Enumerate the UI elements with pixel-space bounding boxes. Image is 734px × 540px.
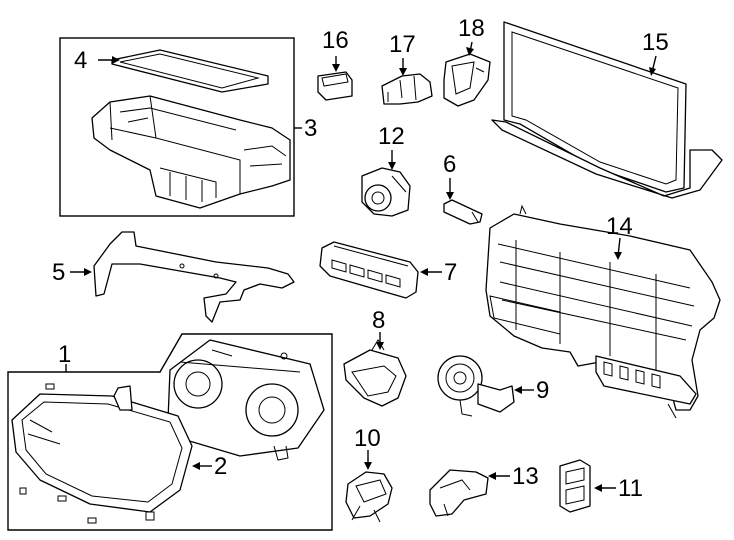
callout-4: 4 bbox=[74, 47, 87, 74]
callout-3: 3 bbox=[304, 115, 317, 142]
part-17-sensor bbox=[381, 73, 433, 105]
part-18-module bbox=[443, 53, 491, 107]
callout-6: 6 bbox=[443, 151, 456, 178]
leader-lines bbox=[65, 41, 657, 492]
callout-2: 2 bbox=[214, 453, 227, 480]
callout-8: 8 bbox=[372, 307, 385, 334]
part-15-display bbox=[491, 21, 723, 199]
callout-13: 13 bbox=[512, 463, 539, 490]
callout-14: 14 bbox=[606, 213, 633, 240]
part-5-bracket bbox=[93, 231, 295, 323]
callout-labels: 4 3 16 17 18 15 12 6 5 7 14 8 1 2 9 10 1… bbox=[52, 15, 669, 502]
part-10-sensor bbox=[345, 471, 393, 523]
callout-12: 12 bbox=[378, 123, 405, 150]
part-6-connector bbox=[443, 199, 483, 225]
part-4-lid bbox=[111, 49, 269, 93]
callout-15: 15 bbox=[642, 29, 669, 56]
part-12-knob bbox=[361, 167, 411, 217]
part-2-cluster-face bbox=[167, 339, 325, 461]
callout-9: 9 bbox=[536, 377, 549, 404]
group-box-3 bbox=[59, 37, 295, 217]
part-11-switch bbox=[559, 459, 591, 513]
callout-7: 7 bbox=[444, 259, 457, 286]
callout-5: 5 bbox=[52, 259, 65, 286]
part-8-bracket-module bbox=[343, 339, 407, 407]
part-14-console-panel bbox=[485, 204, 721, 419]
part-13-sensor bbox=[429, 469, 489, 517]
callout-17: 17 bbox=[389, 31, 416, 58]
callout-10: 10 bbox=[354, 425, 381, 452]
callout-11: 11 bbox=[618, 475, 643, 502]
part-7-switch-panel bbox=[319, 241, 419, 299]
part-9-motor bbox=[437, 355, 515, 417]
callout-1: 1 bbox=[58, 341, 71, 368]
group-box-1 bbox=[7, 333, 333, 531]
part-16-switch bbox=[317, 71, 353, 101]
callout-18: 18 bbox=[458, 15, 485, 42]
part-3-housing bbox=[91, 95, 291, 209]
part-1-cluster-lens bbox=[11, 383, 193, 524]
callout-16: 16 bbox=[322, 27, 349, 54]
